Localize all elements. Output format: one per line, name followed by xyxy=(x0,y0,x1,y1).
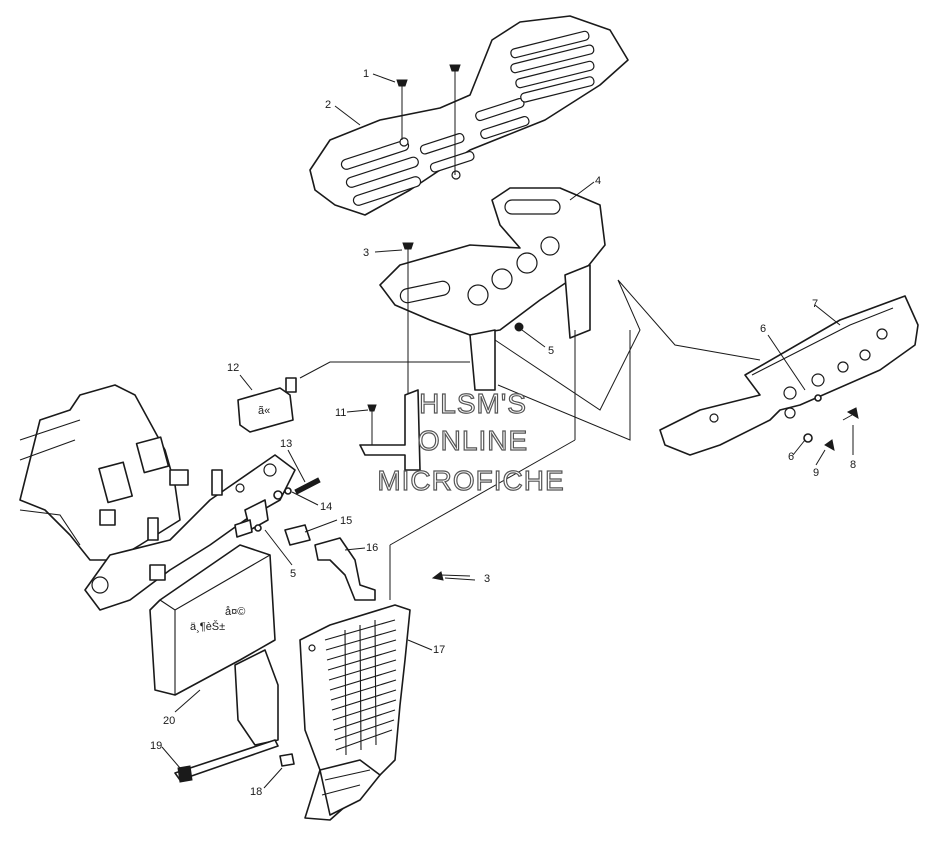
watermark: HLSM'S ONLINE MICROFICHE xyxy=(377,387,565,496)
callout-9: 9 xyxy=(813,467,819,479)
svg-text:å¤©: å¤© xyxy=(225,606,245,618)
callout-leaders xyxy=(161,73,854,789)
callout-11: 11 xyxy=(335,407,346,419)
vehicle-frame xyxy=(19,384,296,611)
fastener-set xyxy=(234,477,376,601)
callout-16: 16 xyxy=(366,542,378,554)
callout-14: 14 xyxy=(320,501,332,513)
nut-icon xyxy=(514,322,524,332)
callout-3b: 3 xyxy=(484,573,490,585)
callout-17: 17 xyxy=(433,644,445,656)
bumper xyxy=(659,295,919,456)
svg-text:ä¸¶èŠ±: ä¸¶èŠ± xyxy=(190,620,225,633)
callout-13: 13 xyxy=(280,438,292,450)
mounting-bracket xyxy=(359,389,421,471)
watermark-line-2: ONLINE xyxy=(418,425,528,456)
rack-plate xyxy=(309,15,629,216)
callout-numbers: 1 2 3 4 3 5 6 7 8 6 9 11 12 13 14 15 5 1… xyxy=(150,68,856,798)
radiator-bracket xyxy=(174,649,295,783)
callout-19: 19 xyxy=(150,740,162,752)
rack-frame xyxy=(379,187,606,391)
callout-4: 4 xyxy=(595,175,601,187)
callout-2: 2 xyxy=(325,99,331,111)
callout-7: 7 xyxy=(812,298,818,310)
callout-6: 6 xyxy=(760,323,766,335)
bolt-icon xyxy=(431,571,471,581)
bolt-icon xyxy=(402,242,414,272)
callout-15: 15 xyxy=(340,515,352,527)
callout-20: 20 xyxy=(163,715,175,727)
front-grille xyxy=(299,604,411,821)
callout-12: 12 xyxy=(227,362,239,374)
bolt-icon xyxy=(396,64,461,175)
reflector-light: ã« xyxy=(237,377,297,433)
callout-8: 8 xyxy=(850,459,856,471)
callout-1: 1 xyxy=(363,68,369,80)
watermark-line-3: MICROFICHE xyxy=(377,465,564,496)
callout-18: 18 xyxy=(250,786,262,798)
washer-icon xyxy=(803,394,859,451)
watermark-line-1: HLSM'S xyxy=(419,388,527,419)
svg-text:ã«: ã« xyxy=(258,405,270,417)
radiator: ä¸¶èŠ± å¤© xyxy=(149,544,276,696)
callout-6b: 6 xyxy=(788,451,794,463)
callout-5: 5 xyxy=(548,345,554,357)
callout-3: 3 xyxy=(363,247,369,259)
callout-5b: 5 xyxy=(290,568,296,580)
